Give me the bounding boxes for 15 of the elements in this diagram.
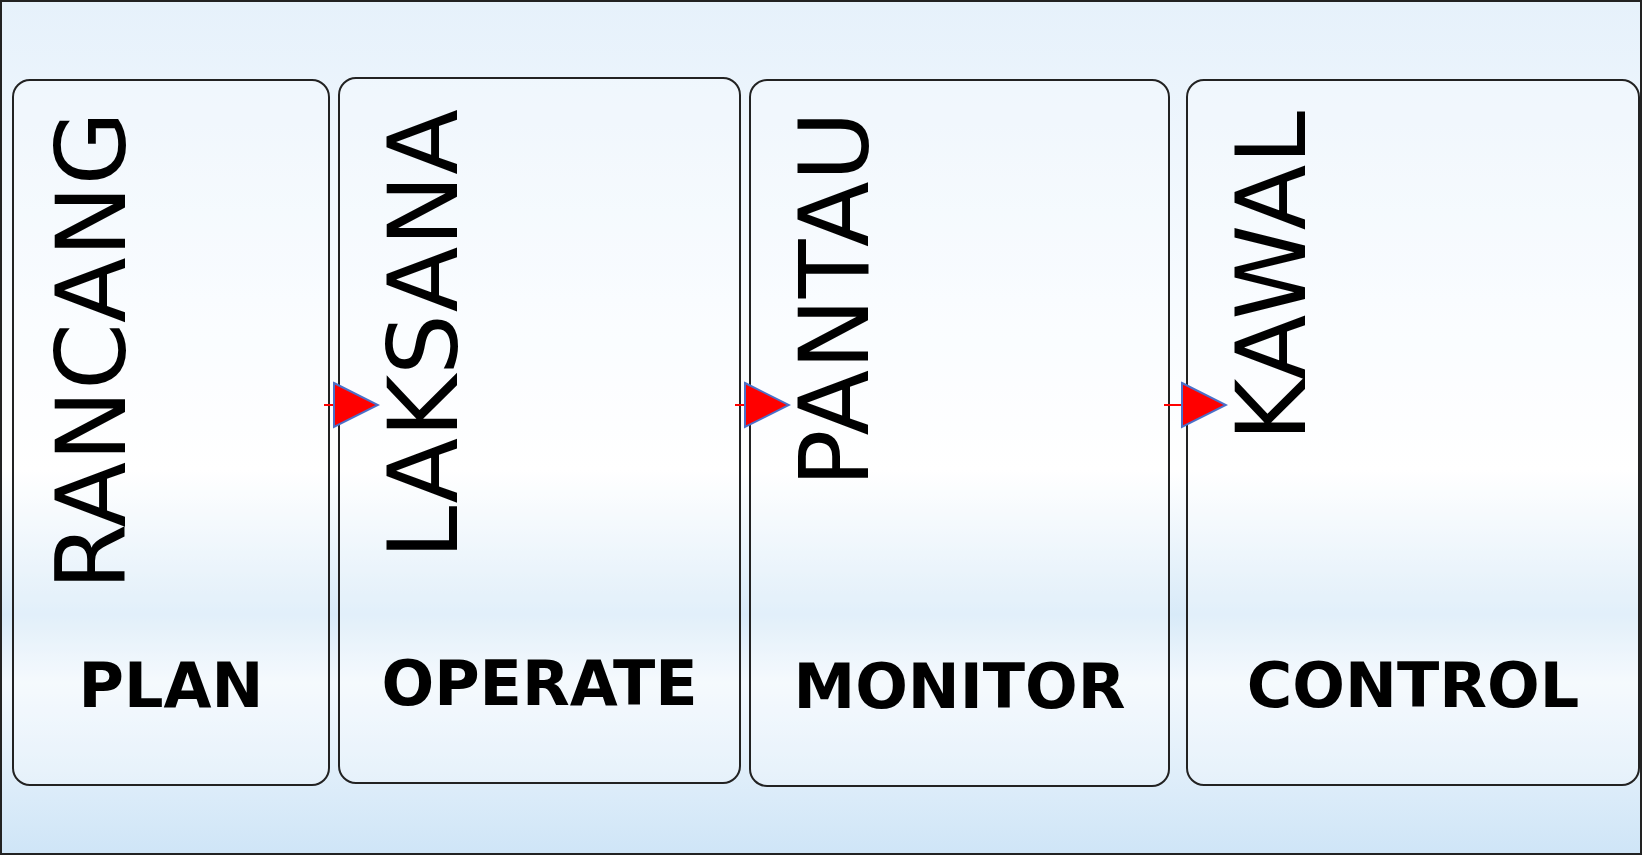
stage-name-vertical: KAWAL — [1224, 111, 1320, 442]
arrow — [323, 382, 379, 428]
stage-name-vertical: RANCANG — [44, 111, 140, 591]
stage-label: OPERATE — [381, 647, 698, 720]
stage-label: CONTROL — [1246, 649, 1580, 722]
arrow — [1163, 382, 1227, 428]
stage-box — [749, 79, 1170, 787]
stage-name-vertical: LAKSANA — [376, 109, 472, 560]
stage-label: MONITOR — [793, 650, 1126, 723]
stage-label: PLAN — [78, 649, 264, 722]
stage-name-vertical: PANTAU — [787, 111, 883, 488]
stage-box — [338, 77, 741, 784]
stage-box — [12, 79, 330, 786]
stage-box — [1186, 79, 1640, 786]
arrow — [734, 382, 790, 428]
